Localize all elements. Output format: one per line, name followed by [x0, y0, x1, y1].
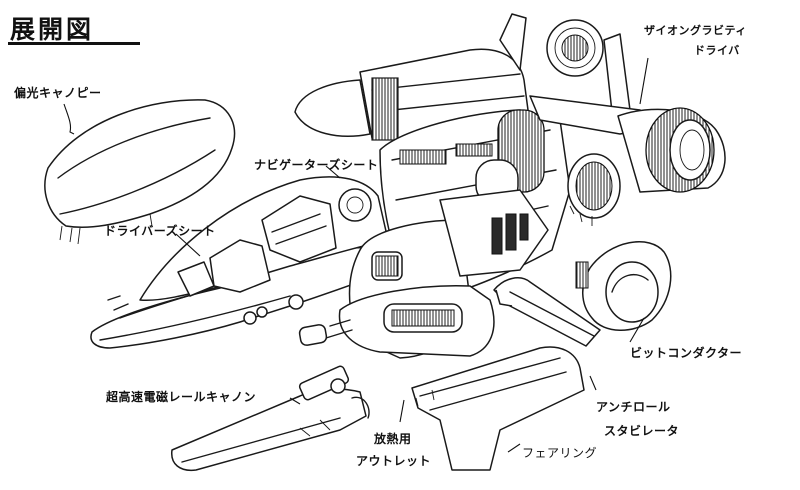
label-railgun: 超高速電磁レールキャノン — [106, 390, 257, 404]
canopy-part — [44, 99, 236, 245]
main-fuselage — [90, 176, 393, 349]
railgun-part — [171, 324, 370, 472]
label-antiroll-line2: スタビレータ — [604, 424, 680, 438]
fairing-part — [411, 346, 585, 471]
label-navigator-seat: ナビゲーターズシート — [254, 158, 379, 172]
bit-conductor-part — [575, 241, 672, 331]
label-bit-conductor: ビットコンダクター — [630, 346, 743, 360]
label-heat-outlet-line1: 放熱用 — [374, 432, 412, 446]
label-driver-seat: ドライバーズシート — [104, 224, 216, 238]
upper-exhaust — [546, 19, 631, 113]
label-antiroll-line1: アンチロール — [596, 400, 671, 414]
heat-outlet-part — [325, 284, 495, 357]
gravity-drive-exhaust — [529, 95, 726, 226]
label-fairing: フェアリング — [522, 446, 598, 460]
label-polarized-canopy: 偏光キャノピー — [14, 86, 102, 100]
title-underline — [8, 42, 140, 45]
antiroll-stabilator-part — [493, 277, 601, 347]
label-gravity-driver-line2: ドライバ — [694, 44, 740, 57]
diagram-title: 展開図 — [10, 15, 95, 44]
leader-lines — [63, 57, 649, 453]
label-gravity-driver-line1: ザイオングラビティ — [644, 24, 747, 37]
label-heat-outlet-line2: アウトレット — [356, 454, 432, 468]
